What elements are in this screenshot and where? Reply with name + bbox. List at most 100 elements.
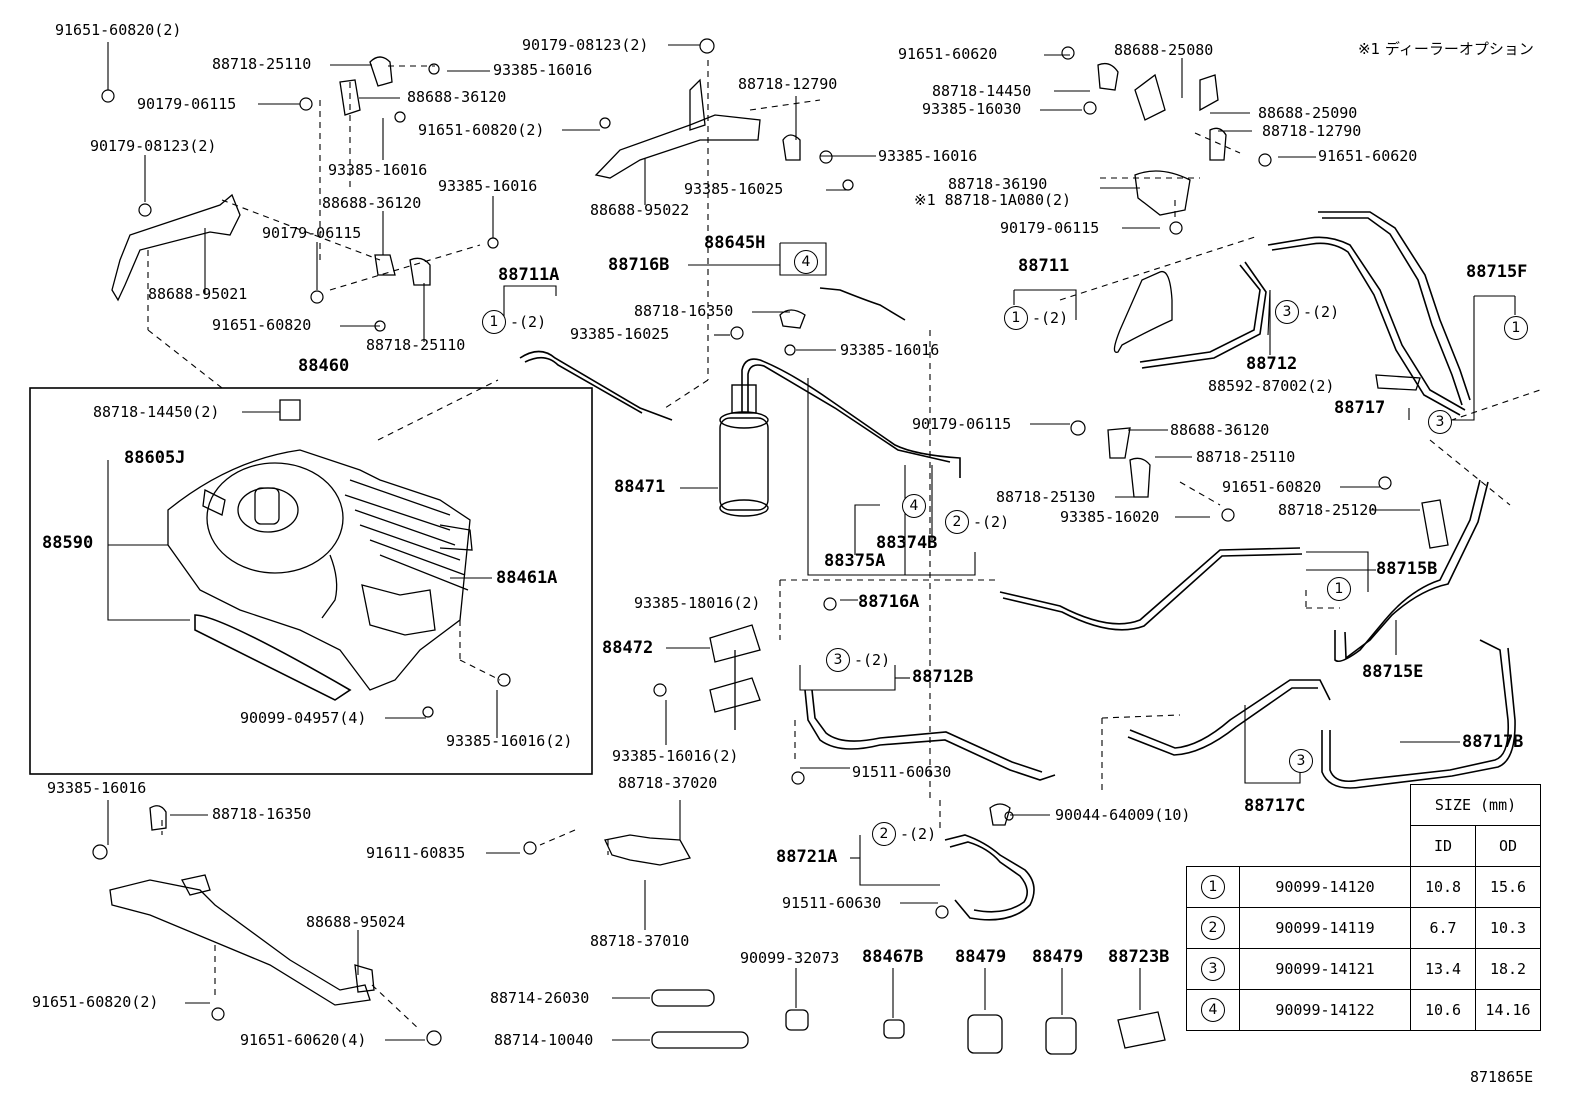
label-88714-10040: 88714-10040 — [494, 1031, 594, 1049]
label-91651-60620-4: 91651-60620(4) — [240, 1031, 367, 1049]
label-88718-25110: 88718-25110 — [212, 55, 312, 73]
label-88688-25090: 88688-25090 — [1258, 104, 1358, 122]
label-88688-36120: 88688-36120 — [407, 88, 507, 106]
label-91651-60820: 91651-60820 — [1222, 478, 1322, 496]
size-id: 10.8 — [1410, 866, 1476, 908]
size-od: 15.6 — [1475, 866, 1541, 908]
size-ref: 3 — [1201, 957, 1225, 981]
size-od: 14.16 — [1475, 989, 1541, 1031]
label-88715B: 88715B — [1376, 559, 1438, 579]
label-90044-64009-10: 90044-64009(10) — [1055, 806, 1191, 824]
circle-ref: 4 — [794, 250, 818, 274]
label-88712B: 88712B — [912, 667, 974, 687]
label-91651-60820-2: 91651-60820(2) — [55, 21, 182, 39]
label-88715E: 88715E — [1362, 662, 1424, 682]
misc-parts — [651, 989, 1166, 1055]
label-90179-06115: 90179-06115 — [912, 415, 1012, 433]
label-88460: 88460 — [298, 356, 350, 376]
label-88718-16350: 88718-16350 — [212, 805, 312, 823]
leader-lines — [107, 42, 1516, 1041]
circle-ref-note: -(2) — [1303, 303, 1340, 321]
size-part: 90099-14120 — [1239, 866, 1411, 908]
label-88374B: 88374B — [876, 533, 938, 553]
label-dealer-88718-1A080-2: ※1 88718-1A080(2) — [914, 191, 1072, 209]
label-88714-26030: 88714-26030 — [490, 989, 590, 1007]
label-88718-25120: 88718-25120 — [1278, 501, 1378, 519]
label-88717C: 88717C — [1244, 796, 1306, 816]
table-row: 4 90099-14122 10.6 14.16 — [1186, 989, 1541, 1031]
label-90179-06115: 90179-06115 — [137, 95, 237, 113]
circle-ref: 1 — [482, 310, 506, 334]
label-91651-60620: 91651-60620 — [1318, 147, 1418, 165]
label-88461A: 88461A — [496, 568, 558, 588]
label-93385-16016: 93385-16016 — [328, 161, 428, 179]
circle-ref: 1 — [1504, 316, 1528, 340]
label-93385-16016-2: 93385-16016(2) — [612, 747, 739, 765]
label-88717: 88717 — [1334, 398, 1386, 418]
label-93385-16020: 93385-16020 — [1060, 508, 1160, 526]
label-88718-12790: 88718-12790 — [1262, 122, 1362, 140]
label-88592-87002-2: 88592-87002(2) — [1208, 377, 1335, 395]
table-row: 2 90099-14119 6.7 10.3 — [1186, 907, 1541, 949]
label-93385-16016: 93385-16016 — [878, 147, 978, 165]
label-88375A: 88375A — [824, 551, 886, 571]
size-part: 90099-14121 — [1239, 948, 1411, 990]
label-88718-12790: 88718-12790 — [738, 75, 838, 93]
size-od: 18.2 — [1475, 948, 1541, 990]
size-id: 13.4 — [1410, 948, 1476, 990]
label-91511-60630: 91511-60630 — [852, 763, 952, 781]
label-88716B: 88716B — [608, 255, 670, 275]
pipes — [194, 211, 1516, 921]
circle-ref-note: -(2) — [973, 513, 1010, 531]
label-88718-16350: 88718-16350 — [634, 302, 734, 320]
circle-ref: 3 — [1275, 300, 1299, 324]
label-88717B: 88717B — [1462, 732, 1524, 752]
label-91611-60835: 91611-60835 — [366, 844, 466, 862]
label-88718-37010: 88718-37010 — [590, 932, 690, 950]
size-ref: 1 — [1201, 875, 1225, 899]
label-88688-36120: 88688-36120 — [322, 194, 422, 212]
label-90179-06115: 90179-06115 — [262, 224, 362, 242]
circle-ref: 3 — [826, 648, 850, 672]
label-88688-95024: 88688-95024 — [306, 913, 406, 931]
label-88605J: 88605J — [124, 448, 186, 468]
label-88715F: 88715F — [1466, 262, 1528, 282]
label-90179-08123-2: 90179-08123(2) — [90, 137, 217, 155]
label-88718-14450-2: 88718-14450(2) — [93, 403, 220, 421]
receiver-drier — [719, 384, 769, 517]
label-88472: 88472 — [602, 638, 654, 658]
table-row: 1 90099-14120 10.8 15.6 — [1186, 866, 1541, 908]
label-88711A: 88711A — [498, 265, 560, 285]
circle-ref: 1 — [1327, 577, 1351, 601]
hose-size-table: SIZE (mm) ID OD 1 90099-14120 10.8 15.6 … — [1186, 784, 1541, 1031]
label-91651-60820-2: 91651-60820(2) — [32, 993, 159, 1011]
label-88711: 88711 — [1018, 256, 1070, 276]
label-88467B: 88467B — [862, 947, 924, 967]
circle-ref-note: -(2) — [510, 313, 547, 331]
label-88723B: 88723B — [1108, 947, 1170, 967]
circle-ref-note: -(2) — [854, 651, 891, 669]
label-93385-18016-2: 93385-18016(2) — [634, 594, 761, 612]
circle-ref: 3 — [1428, 410, 1452, 434]
circle-ref-note: -(2) — [900, 825, 937, 843]
dealer-option-note: ※1 ディーラーオプション — [1358, 40, 1534, 58]
label-91511-60630: 91511-60630 — [782, 894, 882, 912]
size-col-id: ID — [1410, 825, 1476, 867]
label-93385-16030: 93385-16030 — [922, 100, 1022, 118]
label-88718-14450: 88718-14450 — [932, 82, 1032, 100]
label-88718-36190: 88718-36190 — [948, 175, 1048, 193]
circle-ref: 2 — [945, 510, 969, 534]
label-90099-04957-4: 90099-04957(4) — [240, 709, 367, 727]
fasteners — [92, 38, 1392, 1046]
label-93385-16016: 93385-16016 — [840, 341, 940, 359]
size-od: 10.3 — [1475, 907, 1541, 949]
label-88471: 88471 — [614, 477, 666, 497]
label-90099-32073: 90099-32073 — [740, 949, 840, 967]
label-93385-16016: 93385-16016 — [47, 779, 147, 797]
size-col-od: OD — [1475, 825, 1541, 867]
label-88718-25130: 88718-25130 — [996, 488, 1096, 506]
brackets — [109, 73, 1219, 1006]
label-91651-60820-2: 91651-60820(2) — [418, 121, 545, 139]
label-88688-25080: 88688-25080 — [1114, 41, 1214, 59]
size-part: 90099-14122 — [1239, 989, 1411, 1031]
